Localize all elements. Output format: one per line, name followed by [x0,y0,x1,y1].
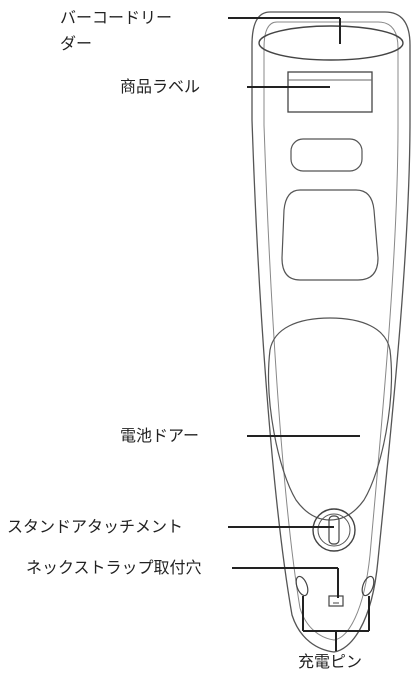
product-label-area [287,71,373,113]
label-neck-strap-hole: ネックストラップ取付穴 [26,558,202,577]
charging-pin-left [295,575,309,597]
leader-charging-pins [302,596,370,651]
charging-pin-right [361,575,375,597]
label-product-label: 商品ラベル [120,77,201,96]
battery-door-shape [267,317,393,521]
scanner-body-inner-outline [263,21,399,641]
stand-attachment-ring [312,508,356,552]
stand-attachment-slot [328,515,340,545]
barcode-reader-window [258,25,404,61]
label-barcode-reader-line1: バーコードリー [60,8,173,27]
label-stand-attachment: スタンドアタッチメント [7,517,184,536]
label-barcode-reader-line2: ダー [60,34,93,53]
trigger-button-shape [290,138,363,172]
neck-strap-hole-shape [328,595,344,607]
grip-shape [281,189,379,281]
label-battery-door: 電池ドアー [120,426,200,445]
scanner-body-outline [251,11,411,653]
label-charging-pins: 充電ピン [298,652,363,671]
